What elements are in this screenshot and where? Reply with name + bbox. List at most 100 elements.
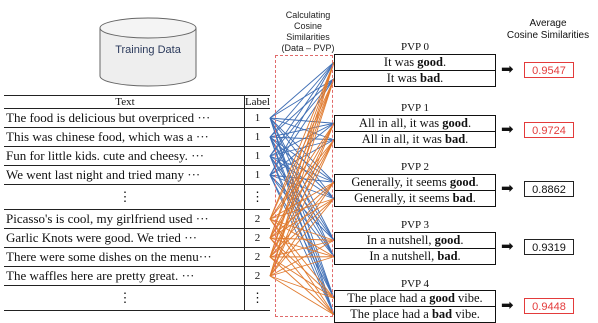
connection-line — [269, 62, 335, 176]
training-data-table: Text Label The food is delicious but ove… — [4, 95, 270, 311]
connection-line — [269, 123, 335, 258]
pvp-verbalizer: good — [449, 175, 476, 189]
calc-header-line: Cosine — [293, 21, 322, 31]
row-label: 2 — [243, 247, 270, 267]
arrow-icon: ➡ — [501, 60, 514, 78]
pvp-text: . — [460, 233, 464, 247]
connection-line — [269, 237, 335, 299]
pvp-verbalizer: good — [429, 291, 455, 305]
pvp-bad-sentence: In a nutshell, bad. — [335, 248, 495, 264]
column-header-label: Label — [243, 95, 270, 109]
pvp-text: . — [457, 249, 461, 263]
connection-line — [269, 181, 335, 239]
pvp-box: The place had a good vibe. The place had… — [334, 290, 496, 323]
pvp-box: It was good. It was bad. — [334, 54, 496, 87]
pvp-title: PVP 2 — [400, 161, 430, 173]
row-label: ⋮ — [243, 184, 270, 210]
row-text: The food is delicious but overpriced ··· — [4, 108, 245, 128]
pvp-good-sentence: In a nutshell, good. — [335, 233, 495, 248]
row-text: We went last night and tried many ··· — [4, 165, 245, 185]
row-label: ⋮ — [243, 285, 270, 311]
table-header-row: Text Label — [4, 95, 270, 109]
pvp-text: . — [440, 71, 444, 85]
pvp-box: All in all, it was good. All in all, it … — [334, 115, 496, 148]
row-label: 1 — [243, 146, 270, 166]
pvp-verbalizer: good — [417, 55, 443, 69]
pvp-text: It was — [386, 71, 421, 85]
connection-line — [269, 181, 335, 277]
pvp-title: PVP 4 — [400, 278, 430, 290]
pvp-good-sentence: Generally, it seems good. — [335, 175, 495, 190]
arrow-icon: ➡ — [501, 237, 514, 255]
pvp-verbalizer: good — [442, 116, 468, 130]
connection-line — [269, 139, 335, 220]
average-header: Average Cosine Similarities — [498, 18, 598, 42]
pvp-verbalizer: bad — [452, 191, 473, 205]
connection-line — [269, 139, 335, 258]
connection-line — [269, 61, 335, 157]
connection-line — [269, 275, 335, 299]
connection-line — [269, 62, 335, 258]
row-text: This was chinese food, which was a ··· — [4, 127, 245, 147]
connection-line — [269, 62, 335, 220]
pvp-text: In a nutshell, — [366, 233, 435, 247]
row-text: There were some dishes on the menu··· — [4, 247, 245, 267]
connection-line — [269, 139, 335, 277]
connection-line — [269, 256, 335, 316]
connection-line — [269, 78, 335, 277]
arrow-icon: ➡ — [501, 120, 514, 138]
pvp-title: PVP 3 — [400, 219, 430, 231]
row-text: Picasso's is cool, my girlfriend used ··… — [4, 209, 245, 229]
pvp-bad-sentence: Generally, it seems bad. — [335, 190, 495, 206]
average-score: 0.9724 — [524, 122, 574, 138]
row-text: The waffles here are pretty great. ··· — [4, 266, 245, 286]
connection-line — [269, 198, 335, 258]
table-row: Fun for little kids. cute and cheesy. ··… — [4, 146, 270, 166]
pvp-text: All in all, it was — [361, 132, 446, 146]
connection-line — [269, 198, 335, 277]
row-text: ⋮ — [4, 184, 245, 210]
connection-line — [269, 275, 335, 316]
calc-header-line: (Data – PVP) — [281, 43, 335, 53]
training-data-label: Training Data — [115, 44, 181, 56]
average-header-line: Cosine Similarities — [506, 30, 590, 41]
pvp-text: . — [472, 191, 476, 205]
connection-line — [269, 117, 335, 124]
pvp-text: All in all, it was — [358, 116, 443, 130]
pvp-text: Generally, it seems — [354, 191, 453, 205]
calc-header-line: Similarities — [286, 32, 330, 42]
pvp-box: In a nutshell, good. In a nutshell, bad. — [334, 232, 496, 265]
connection-line — [269, 117, 335, 141]
connection-line — [269, 61, 335, 138]
row-text: Garlic Knots were good. We tried ··· — [4, 228, 245, 248]
table-row: Garlic Knots were good. We tried ···2 — [4, 228, 270, 248]
table-row: The waffles here are pretty great. ···2 — [4, 266, 270, 286]
row-label: 2 — [243, 266, 270, 286]
pvp-box: Generally, it seems good. Generally, it … — [334, 174, 496, 207]
pvp-verbalizer: bad — [437, 249, 458, 263]
table-row-ellipsis: ⋮⋮ — [4, 184, 270, 210]
connection-line — [269, 61, 335, 119]
pvp-text: In a nutshell, — [369, 249, 438, 263]
connection-line — [269, 122, 335, 220]
connection-line — [269, 122, 335, 138]
connection-line — [269, 136, 335, 299]
connection-line — [269, 62, 335, 277]
table-row: We went last night and tried many ···1 — [4, 165, 270, 185]
row-label: 2 — [243, 228, 270, 248]
row-text: ⋮ — [4, 285, 245, 311]
pvp-verbalizer: bad — [445, 132, 466, 146]
pvp-good-sentence: The place had a good vibe. — [335, 291, 495, 306]
pvp-text: vibe. — [452, 307, 480, 321]
pvp-verbalizer: good — [434, 233, 461, 247]
pvp-verbalizer: bad — [431, 307, 453, 321]
pvp-text: The place had a — [350, 307, 432, 321]
table-row: There were some dishes on the menu···2 — [4, 247, 270, 267]
pvp-good-sentence: All in all, it was good. — [335, 116, 495, 131]
pvp-title: PVP 1 — [400, 102, 430, 114]
table-row-ellipsis: ⋮⋮ — [4, 285, 270, 311]
connection-line — [269, 62, 335, 239]
table-row: The food is delicious but overpriced ···… — [4, 108, 270, 128]
row-label: 1 — [243, 165, 270, 185]
average-score: 0.9319 — [524, 239, 574, 255]
